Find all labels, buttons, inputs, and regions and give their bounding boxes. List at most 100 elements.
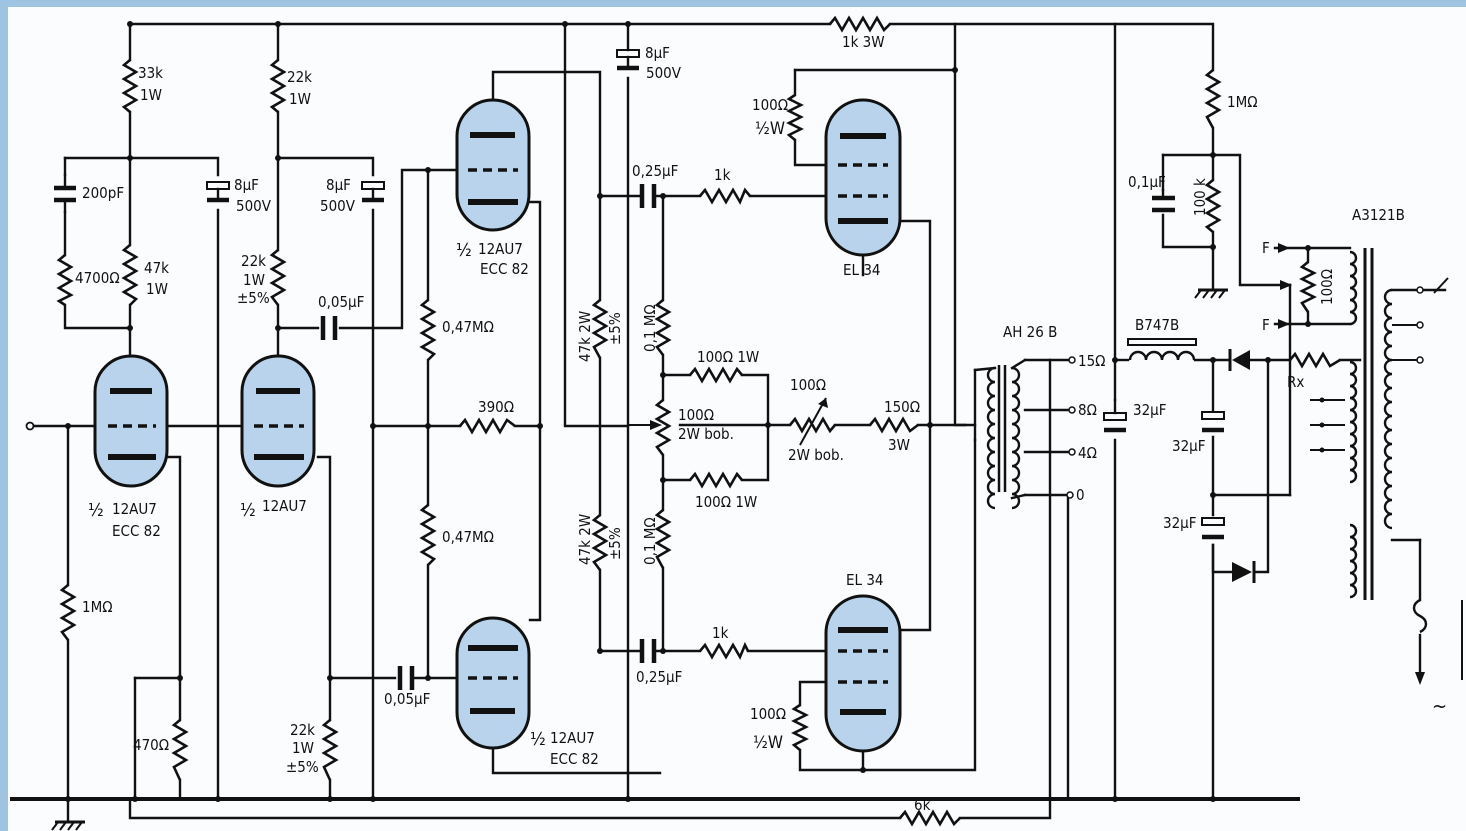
label-r47k: 47k xyxy=(144,259,169,277)
label-tap0: 0 xyxy=(1076,486,1085,504)
label-f1: F xyxy=(1262,239,1270,257)
label-v4-c: ECC 82 xyxy=(550,750,599,768)
label-c005-bot: 0,05µF xyxy=(384,690,430,708)
label-c8u-3: 8µF xyxy=(645,44,670,62)
label-r390: 390Ω xyxy=(478,398,514,416)
label-v1-b: 12AU7 xyxy=(112,500,157,518)
label-r01M-bot: 0,1 MΩ xyxy=(641,517,659,565)
label-tap15: 15Ω xyxy=(1078,352,1105,370)
label-pot100: 100Ω xyxy=(790,376,826,394)
label-r100-ct: 100Ω xyxy=(1318,269,1336,305)
power-transformer xyxy=(1288,248,1463,685)
label-r22k-bot-t: ±5% xyxy=(286,758,319,776)
wiring xyxy=(10,22,1447,820)
label-v3-b: 12AU7 xyxy=(478,240,523,258)
tube-v2 xyxy=(240,354,316,488)
tubes xyxy=(93,98,902,753)
label-r22k-mid-w: 1W xyxy=(243,271,265,289)
label-c32u-3: 32µF xyxy=(1163,514,1197,532)
label-r150: 150Ω xyxy=(884,398,920,416)
terminals xyxy=(25,243,1290,499)
label-r33k: 33k xyxy=(138,64,163,82)
ground-symbols xyxy=(51,288,1228,831)
label-r22k-top: 22k xyxy=(287,68,312,86)
label-r22k-mid: 22k xyxy=(241,252,266,270)
label-r1k-bot: 1k xyxy=(712,624,729,642)
label-r1k-top: 1k xyxy=(714,166,731,184)
label-v4-a: ½ xyxy=(530,729,546,750)
label-r100-halfw-top: 100Ω xyxy=(752,96,788,114)
choke xyxy=(1127,338,1197,361)
label-r047-top: 0,47MΩ xyxy=(442,318,494,336)
output-transformer xyxy=(973,358,1027,510)
tube-el34-top xyxy=(824,98,902,257)
label-c025-top: 0,25µF xyxy=(632,162,678,180)
label-tap8: 8Ω xyxy=(1078,401,1097,419)
label-c32u-1: 32µF xyxy=(1133,401,1167,419)
label-r22k-mid-t: ±5% xyxy=(237,289,270,307)
diodes xyxy=(1228,349,1256,583)
label-r22k-bot-w: 1W xyxy=(292,739,314,757)
label-ah26b: AH 26 B xyxy=(1003,323,1057,341)
junction-dots xyxy=(65,21,1311,802)
label-a3121b: A3121B xyxy=(1352,206,1405,224)
label-el34-top: EL 34 xyxy=(843,261,881,279)
label-r1M-top: 1MΩ xyxy=(1227,93,1258,111)
label-c025-bot: 0,25µF xyxy=(636,668,682,686)
label-pot100-b: 2W bob. xyxy=(788,446,844,464)
magnetics xyxy=(973,248,1463,685)
label-v4-b: 12AU7 xyxy=(550,729,595,747)
label-r6k: 6k xyxy=(914,796,931,814)
label-c8u-2-v: 500V xyxy=(320,197,356,215)
label-c8u-2: 8µF xyxy=(326,176,351,194)
label-v2-a: ½ xyxy=(240,500,256,521)
tube-v1 xyxy=(93,354,169,488)
label-c8u-1-v: 500V xyxy=(236,197,272,215)
label-r100-1w-top: 100Ω 1W xyxy=(697,348,759,366)
label-r1k3w: 1k 3W xyxy=(842,33,885,51)
label-r47k2w-top: 47k 2W xyxy=(576,311,594,362)
label-r33k-w: 1W xyxy=(140,86,162,104)
label-r22k-bot: 22k xyxy=(290,721,315,739)
label-c005-top: 0,05µF xyxy=(318,293,364,311)
label-c32u-2: 32µF xyxy=(1172,437,1206,455)
label-b747b: B747B xyxy=(1135,316,1179,334)
label-rx: Rx xyxy=(1287,373,1304,391)
label-v1-c: ECC 82 xyxy=(112,522,161,540)
label-v3-c: ECC 82 xyxy=(480,260,529,278)
label-r100-halfw-bot: 100Ω xyxy=(750,705,786,723)
label-el34-bot: EL 34 xyxy=(846,571,884,589)
label-c8u-1: 8µF xyxy=(234,176,259,194)
label-r47k2w-bot-t: ±5% xyxy=(606,527,624,560)
tube-v3 xyxy=(455,98,531,232)
label-c200p: 200pF xyxy=(82,184,124,202)
label-r100-1w-bot: 100Ω 1W xyxy=(695,493,757,511)
label-r1M-in: 1MΩ xyxy=(82,598,113,616)
label-r100-bob2: 2W bob. xyxy=(678,425,734,443)
tube-v4 xyxy=(455,616,531,750)
tube-el34-bottom xyxy=(824,594,902,753)
label-r47k-w: 1W xyxy=(146,280,168,298)
label-r4700: 4700Ω xyxy=(75,269,120,287)
label-f2: F xyxy=(1262,316,1270,334)
capacitors xyxy=(54,49,1225,690)
label-v2-b: 12AU7 xyxy=(262,497,307,515)
label-c8u-3-v: 500V xyxy=(646,64,682,82)
label-r100-bob: 100Ω xyxy=(678,406,714,424)
resistors xyxy=(56,15,1341,827)
label-tap4: 4Ω xyxy=(1078,444,1097,462)
label-r01M-top: 0,1 MΩ xyxy=(641,304,659,352)
label-r47k2w-bot: 47k 2W xyxy=(576,514,594,565)
label-ac: ~ xyxy=(1432,694,1447,718)
label-r047-bot: 0,47MΩ xyxy=(442,528,494,546)
label-r470: 470Ω xyxy=(133,736,169,754)
label-r100-halfw-top-w: ½W xyxy=(755,119,785,139)
label-r47k2w-top-t: ±5% xyxy=(606,312,624,345)
label-r100k: 100 k xyxy=(1191,178,1209,216)
label-r150-w: 3W xyxy=(888,436,910,454)
component-labels: 33k 1W 22k 1W 200pF 8µF 500V 8µF 500V 47… xyxy=(75,33,1447,814)
label-r22k-top-w: 1W xyxy=(289,90,311,108)
label-v1-a: ½ xyxy=(88,500,104,521)
